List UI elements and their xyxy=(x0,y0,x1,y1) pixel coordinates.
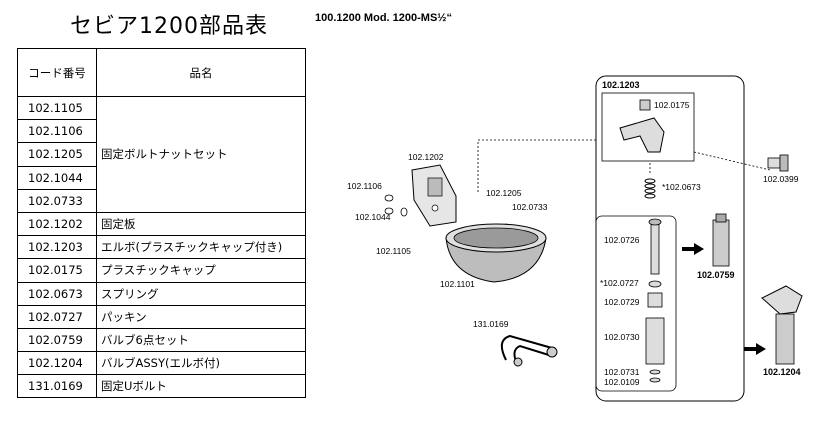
elbow-part xyxy=(619,99,665,153)
label-102-0109: 102.0109 xyxy=(604,377,640,387)
label-102-0759: 102.0759 xyxy=(697,270,735,280)
code-cell: 102.1202 xyxy=(17,211,97,237)
code-cell: 102.0175 xyxy=(17,258,97,283)
code-cell: 102.0727 xyxy=(17,304,97,329)
code-cell: 102.1105 xyxy=(17,95,97,121)
label-102-1044: 102.1044 xyxy=(355,212,391,222)
header-name: 品名 xyxy=(96,48,306,97)
bowl-part xyxy=(445,223,547,283)
label-102-1203: 102.1203 xyxy=(602,80,640,90)
label-102-1204: 102.1204 xyxy=(763,367,801,377)
valve-stem-part xyxy=(648,218,662,275)
label-102-0733: 102.0733 xyxy=(512,202,548,212)
model-label: 100.1200 Mod. 1200-MS½“ xyxy=(315,12,452,24)
name-cell: エルボ(プラスチックキャップ付き) xyxy=(96,235,306,260)
washer-nut-parts xyxy=(384,194,408,217)
table-row: 102.1205 xyxy=(17,142,306,167)
spring-part xyxy=(644,178,656,199)
cap-part xyxy=(767,154,789,172)
table-row: 102.1044 xyxy=(17,165,306,190)
label-102-1205: 102.1205 xyxy=(486,188,522,198)
arrow-icon xyxy=(682,243,766,355)
valve-set-part xyxy=(712,213,730,267)
u-bolt-part xyxy=(500,334,558,367)
valve-box xyxy=(595,215,677,392)
leader-lines xyxy=(477,139,771,192)
label-102-0175: 102.0175 xyxy=(654,100,690,110)
table-row: 102.1105 固定ボルトナットセット xyxy=(17,95,306,213)
label-102-0726: 102.0726 xyxy=(604,235,640,245)
code-cell: 102.1204 xyxy=(17,351,97,376)
label-102-0727: *102.0727 xyxy=(600,278,639,288)
name-cell: 固定Uボルト xyxy=(96,374,306,399)
label-102-1101: 102.1101 xyxy=(440,279,475,289)
elbow-box xyxy=(601,92,695,162)
label-102-0730: 102.0730 xyxy=(604,332,640,342)
name-cell: パッキン xyxy=(96,304,306,329)
label-102-0399: 102.0399 xyxy=(763,174,799,184)
code-cell: 102.1205 xyxy=(17,142,97,167)
code-cell: 131.0169 xyxy=(17,374,97,399)
page-title: セビア1200部品表 xyxy=(70,14,268,39)
table-header-row: コード番号 品名 xyxy=(17,48,306,97)
parts-table: コード番号 品名 102.1105 固定ボルトナットセット 102.1106 1… xyxy=(17,48,306,399)
code-cell: 102.0673 xyxy=(17,281,97,306)
group-name-cell: 固定ボルトナットセット xyxy=(96,96,306,213)
label-102-0673: *102.0673 xyxy=(662,182,701,192)
label-102-0731: 102.0731 xyxy=(604,367,640,377)
valve-assembly-part xyxy=(761,285,803,365)
label-102-1202: 102.1202 xyxy=(408,152,444,162)
code-cell: 102.1203 xyxy=(17,235,97,260)
code-cell: 102.1044 xyxy=(17,165,97,190)
valve-small-parts xyxy=(645,280,665,383)
mounting-plate-part xyxy=(411,164,457,227)
label-102-1106: 102.1106 xyxy=(347,181,382,191)
label-102-0729: 102.0729 xyxy=(604,297,640,307)
label-102-1105: 102.1105 xyxy=(376,246,411,256)
label-131-0169: 131.0169 xyxy=(473,319,509,329)
